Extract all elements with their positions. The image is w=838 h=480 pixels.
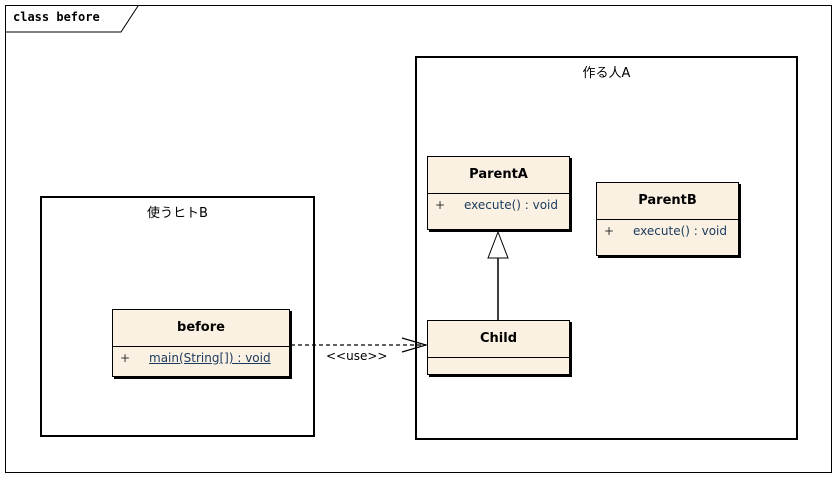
diagram-frame <box>5 5 832 473</box>
class-parent-a-name: ParentA <box>428 157 569 194</box>
visibility-public: + <box>120 351 131 365</box>
class-parent-a[interactable]: ParentA + execute() : void <box>427 156 570 230</box>
frame-label: class before <box>13 10 100 24</box>
class-parent-b-name: ParentB <box>597 183 738 220</box>
class-child[interactable]: Child <box>427 320 570 375</box>
package-user-b-name: 使うヒトB <box>147 206 208 221</box>
class-before[interactable]: before + main(String[]) : void <box>112 309 290 377</box>
visibility-public: + <box>604 224 615 238</box>
operation-execute: execute() : void <box>464 198 559 212</box>
visibility-public: + <box>435 198 446 212</box>
frame-tab <box>5 5 140 33</box>
use-stereotype-label: <<use>> <box>326 349 388 363</box>
class-parent-a-operations: + execute() : void <box>428 194 569 218</box>
class-child-name: Child <box>428 321 569 358</box>
class-parent-b[interactable]: ParentB + execute() : void <box>596 182 739 256</box>
dependency-arrowhead <box>401 337 429 353</box>
package-maker-a-name: 作る人A <box>582 66 631 81</box>
class-before-name: before <box>113 310 289 347</box>
operation-execute: execute() : void <box>633 224 728 238</box>
class-before-operations: + main(String[]) : void <box>113 347 289 371</box>
generalization-arrowhead <box>487 230 509 259</box>
operation-main: main(String[]) : void <box>149 351 271 365</box>
class-parent-b-operations: + execute() : void <box>597 220 738 244</box>
